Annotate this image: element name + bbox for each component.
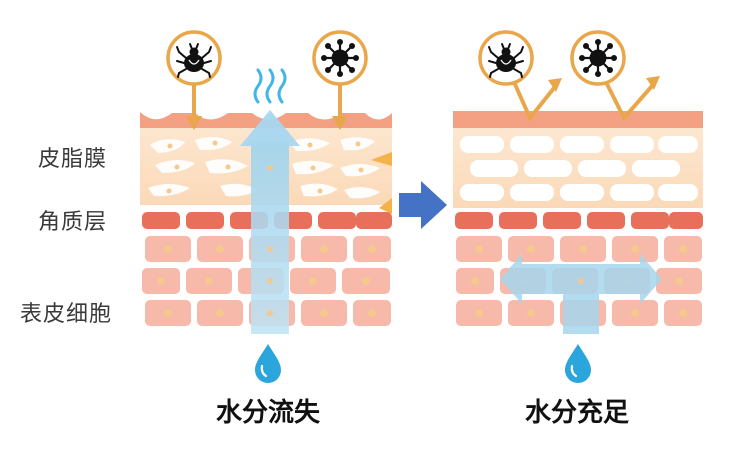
left-panel — [140, 30, 392, 385]
label-sebum-film: 皮脂膜 — [38, 147, 108, 172]
germ-icon — [319, 37, 361, 79]
right-mite-badge — [478, 30, 562, 122]
right-stratum-corneum — [455, 212, 703, 229]
right-sebum-cells — [460, 136, 698, 201]
right-germ-badge — [570, 30, 660, 122]
water-drop-icon — [253, 342, 283, 385]
left-germ-badge — [312, 30, 368, 130]
water-loss-arrow — [240, 110, 300, 334]
right-sebum-intact-top — [453, 111, 703, 128]
germ-icon — [577, 37, 619, 79]
label-stratum-corneum: 角质层 — [38, 210, 108, 235]
caption-water-loss: 水分流失 — [216, 398, 321, 428]
right-arrow-icon — [399, 181, 447, 229]
right-panel — [453, 30, 703, 385]
left-mite-badge — [166, 30, 222, 130]
label-epidermal-cells: 表皮细胞 — [20, 302, 113, 327]
water-retained-arrow — [500, 254, 662, 334]
steam-icon — [253, 68, 287, 104]
water-drop-icon — [563, 342, 593, 385]
caption-water-sufficient: 水分充足 — [525, 398, 630, 428]
left-sebum-nuclei — [166, 140, 364, 194]
left-sebum-loss-marker — [371, 152, 392, 166]
